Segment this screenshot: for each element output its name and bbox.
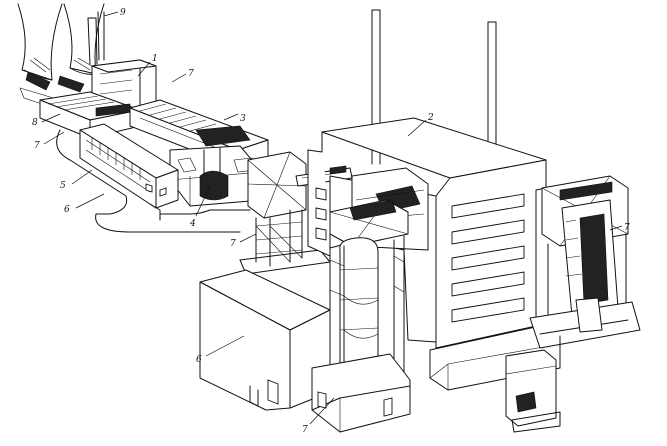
boiler-column-front xyxy=(311,199,411,433)
building-5-6 xyxy=(79,123,179,221)
chimney-left xyxy=(87,11,105,65)
label-2: 2 xyxy=(427,113,434,123)
label-7-left: 7 xyxy=(34,141,40,151)
label-8: 8 xyxy=(32,118,38,128)
label-6-bottom: 6 xyxy=(196,355,202,365)
label-1: 1 xyxy=(152,54,158,64)
label-6-left: 6 xyxy=(64,205,70,215)
label-7-top: 7 xyxy=(188,69,194,79)
label-7-mid: 7 xyxy=(230,239,236,249)
label-7-bottom: 7 xyxy=(302,425,308,435)
label-7-right: 7 xyxy=(624,223,630,233)
boiler-tower-left xyxy=(239,151,331,275)
label-9: 9 xyxy=(120,8,126,18)
boiler-unit-right xyxy=(529,175,641,349)
callout-labels: 9 1 7 8 7 3 2 5 6 4 7 7 6 7 xyxy=(32,8,630,435)
label-3: 3 xyxy=(240,114,246,124)
label-5: 5 xyxy=(60,181,66,191)
small-building-bottom-right xyxy=(505,349,561,433)
label-4: 4 xyxy=(189,219,196,229)
hall-6 xyxy=(199,269,331,411)
ground-outlines xyxy=(56,129,251,233)
cooling-towers-far-left xyxy=(17,3,105,111)
